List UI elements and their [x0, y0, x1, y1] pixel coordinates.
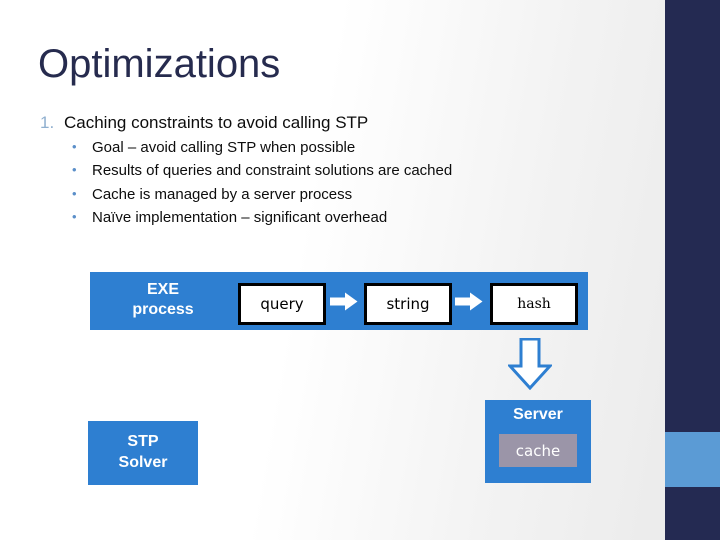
stp-solver-label-line1: STP [127, 433, 159, 451]
body-content-list: 1. Caching constraints to avoid calling … [40, 112, 640, 232]
server-label: Server [513, 406, 563, 423]
bullet-icon: • [72, 138, 77, 154]
list-item: • Naïve implementation – significant ove… [72, 208, 640, 228]
stp-solver-label-line2: Solver [118, 454, 168, 471]
hash-box: hash [490, 283, 578, 325]
list-item: 1. Caching constraints to avoid calling … [40, 112, 640, 134]
stp-solver-box: STP Solver [88, 421, 198, 485]
arrow-right-icon [330, 292, 358, 311]
list-item-label: Naïve implementation – significant overh… [92, 209, 388, 227]
bullet-icon: • [72, 185, 77, 201]
arrow-down-icon [506, 337, 554, 391]
bullet-icon: • [72, 209, 77, 225]
arrow-right-icon [455, 292, 483, 311]
string-box: string [364, 283, 452, 325]
list-item-label: Results of queries and constraint soluti… [92, 162, 453, 180]
query-box: query [238, 283, 326, 325]
list-item: • Goal – avoid calling STP when possible [72, 138, 640, 158]
right-edge-blue-accent [665, 432, 720, 487]
exe-process-label: EXE process [108, 280, 218, 321]
page-title: Optimizations [38, 42, 281, 86]
list-item-label: Goal – avoid calling STP when possible [92, 138, 356, 156]
cache-box: cache [499, 434, 577, 467]
exe-process-label-line1: EXE [146, 281, 179, 298]
server-box: Server cache [485, 400, 591, 483]
bullet-icon: • [72, 162, 77, 178]
list-item-label: Cache is managed by a server process [92, 185, 353, 203]
exe-process-label-line2: process [132, 301, 194, 319]
list-item: • Cache is managed by a server process [72, 185, 640, 205]
list-number: 1. [40, 113, 55, 132]
list-item: • Results of queries and constraint solu… [72, 161, 640, 181]
stp-solver-label: STP Solver [119, 432, 168, 474]
list-item-label: Caching constraints to avoid calling STP [64, 113, 369, 132]
